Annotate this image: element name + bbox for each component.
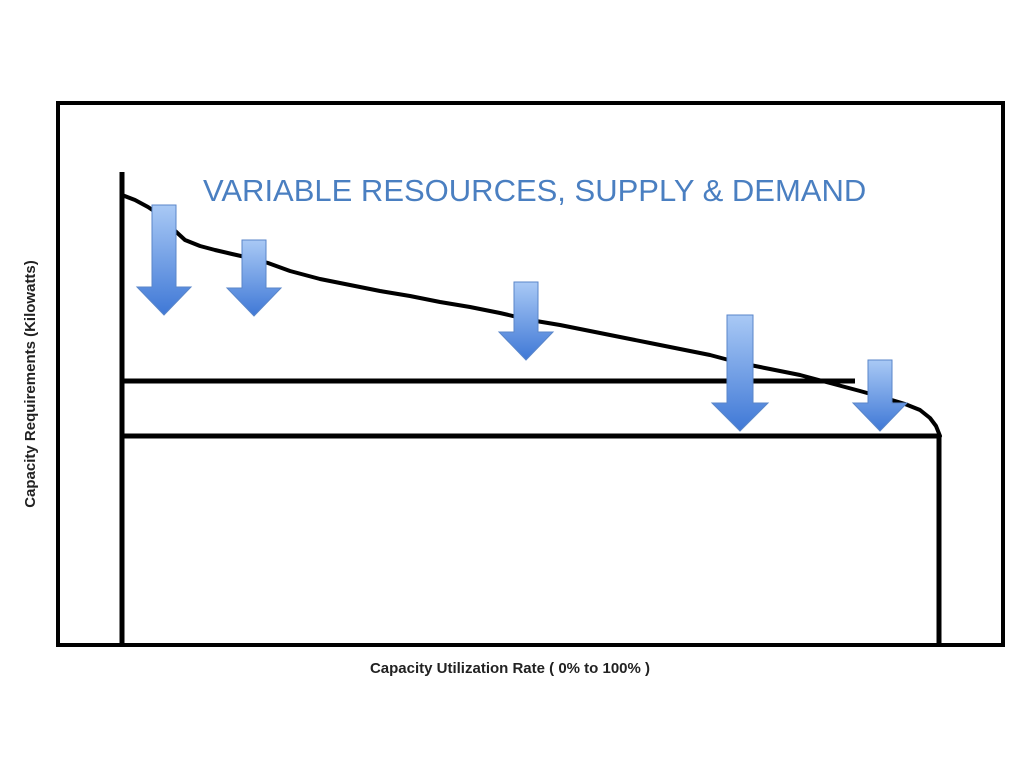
down-arrow-icon: [135, 204, 193, 316]
down-arrow-icon: [710, 314, 770, 432]
down-arrow-icon: [225, 239, 283, 317]
outer-frame: [56, 101, 1005, 647]
demand-curve: [120, 193, 942, 438]
slide-title: VARIABLE RESOURCES, SUPPLY & DEMAND: [203, 173, 867, 208]
down-arrow-icon: [497, 281, 555, 361]
y-axis-label: Capacity Requirements (Kilowatts): [22, 260, 39, 508]
x-axis-label: Capacity Utilization Rate ( 0% to 100% ): [369, 660, 651, 677]
down-arrow-icon: [851, 359, 909, 432]
